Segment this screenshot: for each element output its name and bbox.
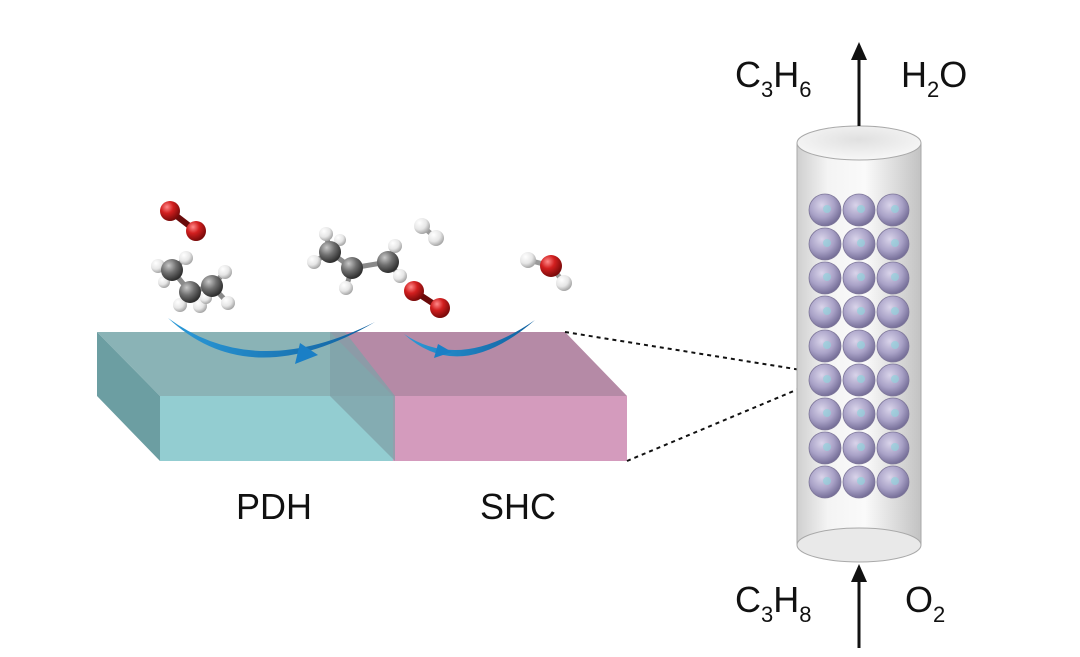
catalyst-pellet — [842, 261, 876, 295]
oxygen-molecule-left — [160, 201, 206, 241]
slab-interface — [330, 332, 395, 461]
pdh-curved-arrow — [168, 318, 375, 364]
catalyst-pellet-grid — [808, 193, 910, 499]
catalyst-pellet — [876, 329, 910, 363]
catalyst-pellet — [842, 465, 876, 499]
catalyst-pellet — [842, 397, 876, 431]
shc-curved-arrow — [404, 320, 535, 358]
catalyst-pellet — [842, 295, 876, 329]
product-propylene-formula: C3H6 — [735, 54, 812, 102]
propane-molecule — [151, 251, 235, 313]
catalyst-pellet — [808, 261, 842, 295]
catalyst-pellet — [842, 329, 876, 363]
catalyst-pellet — [842, 227, 876, 261]
catalyst-pellet — [876, 227, 910, 261]
catalyst-pellet — [808, 363, 842, 397]
oxygen-molecule-middle — [404, 281, 450, 318]
catalyst-pellet — [808, 227, 842, 261]
hydrogen-molecule — [414, 218, 444, 246]
inlet-arrow — [851, 564, 867, 648]
catalyst-pellet — [876, 431, 910, 465]
feed-oxygen-formula: O2 — [905, 579, 945, 627]
outlet-arrow — [851, 42, 867, 126]
pdh-slab-top — [97, 332, 395, 396]
catalyst-pellet — [842, 193, 876, 227]
catalyst-pellet — [842, 431, 876, 465]
catalyst-pellet — [808, 329, 842, 363]
shc-slab-top — [330, 332, 627, 396]
catalyst-pellet — [808, 431, 842, 465]
catalyst-pellet — [808, 465, 842, 499]
shc-slab-front — [393, 396, 627, 461]
catalyst-pellet — [876, 363, 910, 397]
catalyst-pellet — [876, 193, 910, 227]
catalyst-pellet — [842, 363, 876, 397]
propylene-molecule — [307, 227, 407, 295]
catalyst-pellet — [876, 397, 910, 431]
catalyst-pellet — [808, 193, 842, 227]
catalyst-pellet — [876, 465, 910, 499]
zoom-lines — [564, 331, 821, 462]
product-water-formula: H2O — [901, 54, 967, 102]
water-molecule — [520, 252, 572, 291]
shc-label: SHC — [480, 486, 556, 527]
pdh-label: PDH — [236, 486, 312, 527]
catalyst-pellet — [808, 397, 842, 431]
feed-propane-formula: C3H8 — [735, 579, 812, 627]
catalyst-slab — [97, 332, 627, 461]
catalyst-pellet — [876, 261, 910, 295]
catalyst-pellet — [876, 295, 910, 329]
catalyst-pellet — [808, 295, 842, 329]
pdh-slab-side — [97, 332, 160, 461]
